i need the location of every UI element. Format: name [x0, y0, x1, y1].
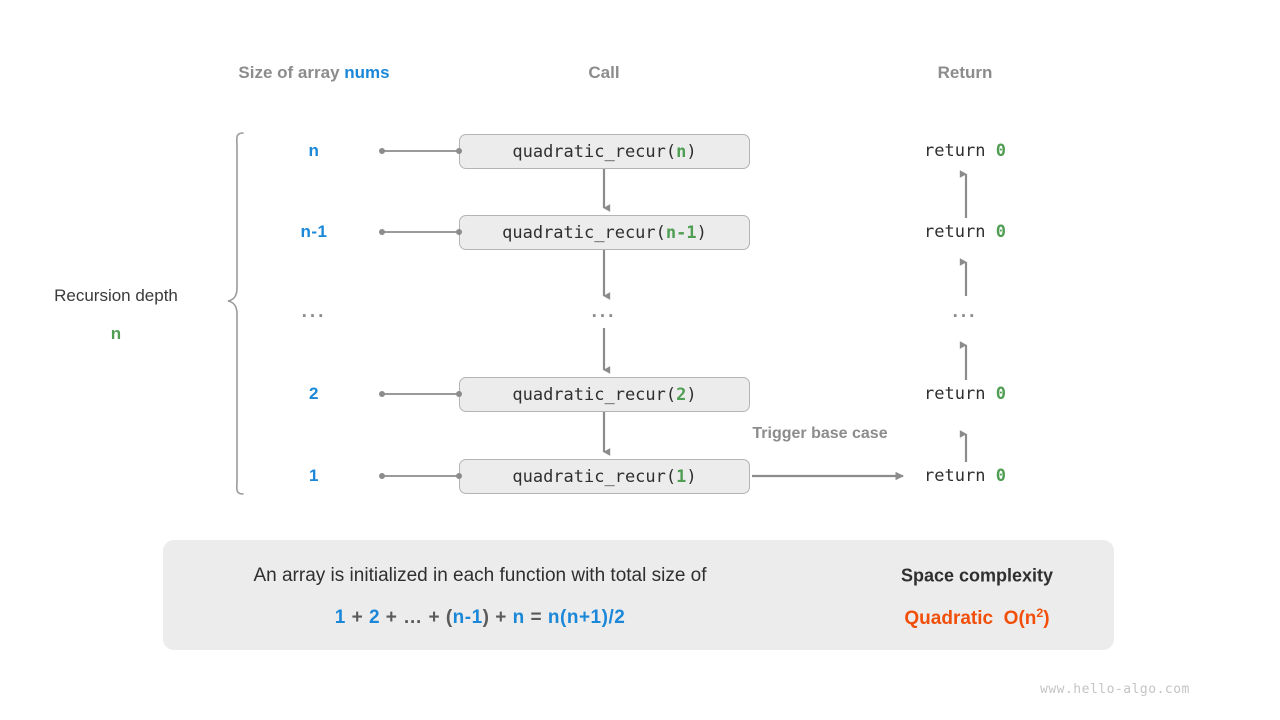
column-header-size: Size of array nums	[238, 63, 389, 83]
return-keyword: return	[924, 141, 996, 161]
watermark: www.hello-algo.com	[1040, 682, 1190, 697]
complexity-exponent: 2	[1036, 605, 1044, 620]
call-box-text-suffix: )	[696, 222, 707, 243]
call-box-text-prefix: quadratic_recur(	[512, 384, 677, 405]
formula-token-11: =	[524, 607, 548, 628]
formula-token-5: +	[422, 607, 446, 628]
return-column-ellipsis: ...	[952, 301, 978, 322]
summary-description: An array is initialized in each function…	[253, 565, 707, 586]
return-label-row-3: return 0	[924, 384, 1006, 404]
call-column-ellipsis: ...	[591, 301, 617, 322]
call-box-row-0[interactable]: quadratic_recur(n)	[459, 134, 750, 169]
size-label-row-1: n-1	[300, 222, 328, 241]
summary-complexity-value: Quadratic O(n2)	[904, 606, 1049, 630]
formula-token-8: )	[482, 607, 490, 628]
call-box-text-prefix: quadratic_recur(	[502, 222, 666, 243]
size-label-ellipsis: ...	[301, 301, 327, 322]
size-connector-lines	[382, 150, 459, 477]
column-header-return: Return	[937, 63, 993, 82]
formula-token-3: +	[380, 607, 404, 628]
formula-token-0: 1	[334, 607, 346, 628]
return-value: 0	[995, 222, 1006, 242]
size-connector-dots	[379, 148, 462, 479]
call-box-arg: n	[676, 141, 687, 162]
call-box-arg: 1	[676, 466, 687, 487]
formula-token-10: n	[512, 607, 525, 628]
return-keyword: return	[924, 222, 996, 242]
call-box-text-suffix: )	[686, 141, 697, 162]
return-value: 0	[995, 384, 1006, 404]
formula-token-2: 2	[368, 607, 381, 628]
size-label-row-3: 2	[309, 384, 319, 403]
column-header-size-code: nums	[344, 63, 390, 82]
return-label-row-4: return 0	[924, 466, 1006, 486]
call-box-row-1[interactable]: quadratic_recur(n-1)	[459, 215, 750, 250]
call-box-text-prefix: quadratic_recur(	[512, 466, 677, 487]
call-box-arg: n-1	[665, 222, 697, 243]
call-box-row-3[interactable]: quadratic_recur(2)	[459, 377, 750, 412]
return-value: 0	[995, 466, 1006, 486]
column-header-call: Call	[588, 63, 620, 82]
summary-formula: 1 + 2 + … + (n-1) + n = n(n+1)/2	[335, 607, 626, 629]
summary-complexity-title: Space complexity	[900, 565, 1054, 586]
size-label-row-0: n	[308, 141, 320, 160]
recursion-depth-value: n	[110, 324, 122, 343]
call-box-arg: 2	[676, 384, 687, 405]
complexity-name: Quadratic	[904, 608, 994, 630]
call-box-row-4[interactable]: quadratic_recur(1)	[459, 459, 750, 494]
call-box-text-prefix: quadratic_recur(	[512, 141, 677, 162]
size-label-row-4: 1	[309, 466, 319, 485]
formula-token-6: (	[445, 607, 453, 628]
return-value: 0	[995, 141, 1006, 161]
call-box-text-suffix: )	[686, 384, 697, 405]
return-keyword: return	[924, 384, 996, 404]
complexity-big-o: O(n	[1003, 608, 1037, 630]
trigger-base-case-note: Trigger base case	[752, 425, 888, 442]
call-box-text-suffix: )	[686, 466, 697, 487]
formula-token-12: n(n+1)/2	[547, 607, 626, 628]
return-keyword: return	[924, 466, 996, 486]
return-label-row-1: return 0	[924, 222, 1006, 242]
formula-token-1: +	[345, 607, 369, 628]
recursion-depth-brace	[227, 132, 244, 495]
recursion-depth-title: Recursion depth	[54, 286, 178, 305]
return-label-row-0: return 0	[924, 141, 1006, 161]
column-header-size-prefix: Size of array	[238, 63, 345, 82]
summary-panel	[163, 540, 1114, 650]
complexity-close-paren: )	[1043, 608, 1050, 630]
formula-token-9: +	[489, 607, 513, 628]
formula-token-4: …	[403, 607, 423, 628]
formula-token-7: n-1	[452, 607, 483, 628]
